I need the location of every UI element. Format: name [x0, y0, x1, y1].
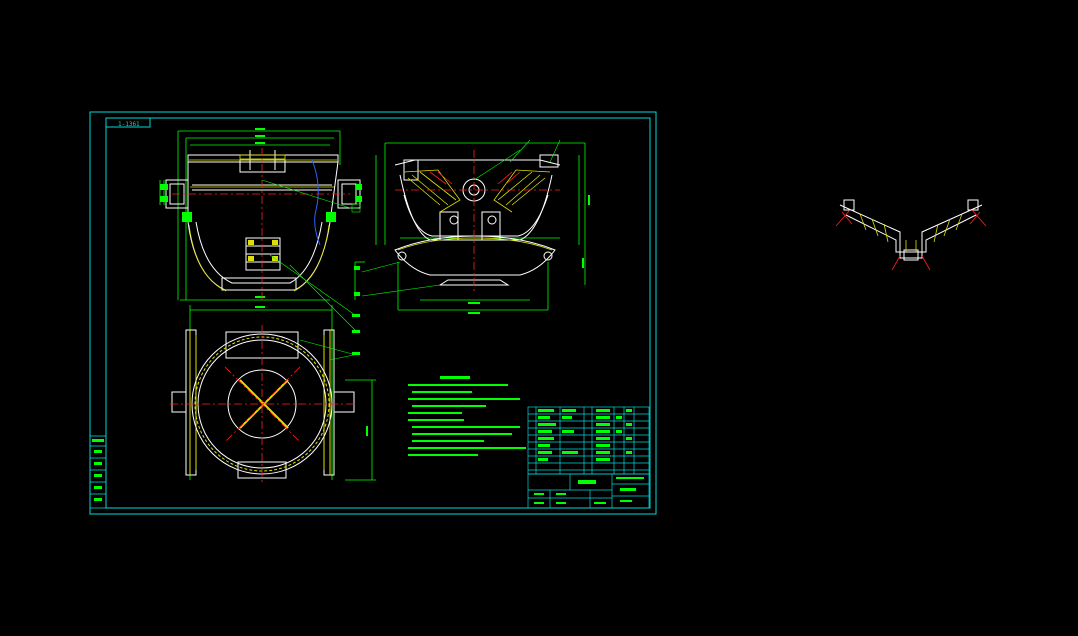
plan-view [170, 305, 376, 485]
title-block [527, 473, 650, 509]
revision-column [89, 435, 107, 509]
detail-section-view [835, 199, 987, 271]
technical-notes [408, 376, 526, 456]
parts-list-entries [538, 409, 632, 461]
sheet-tag: 1-1361 [118, 121, 140, 128]
front-view [159, 128, 362, 331]
title-block-text [534, 477, 644, 504]
side-view [354, 139, 590, 314]
sheet-frame [89, 111, 657, 515]
revision-marks [92, 439, 104, 501]
